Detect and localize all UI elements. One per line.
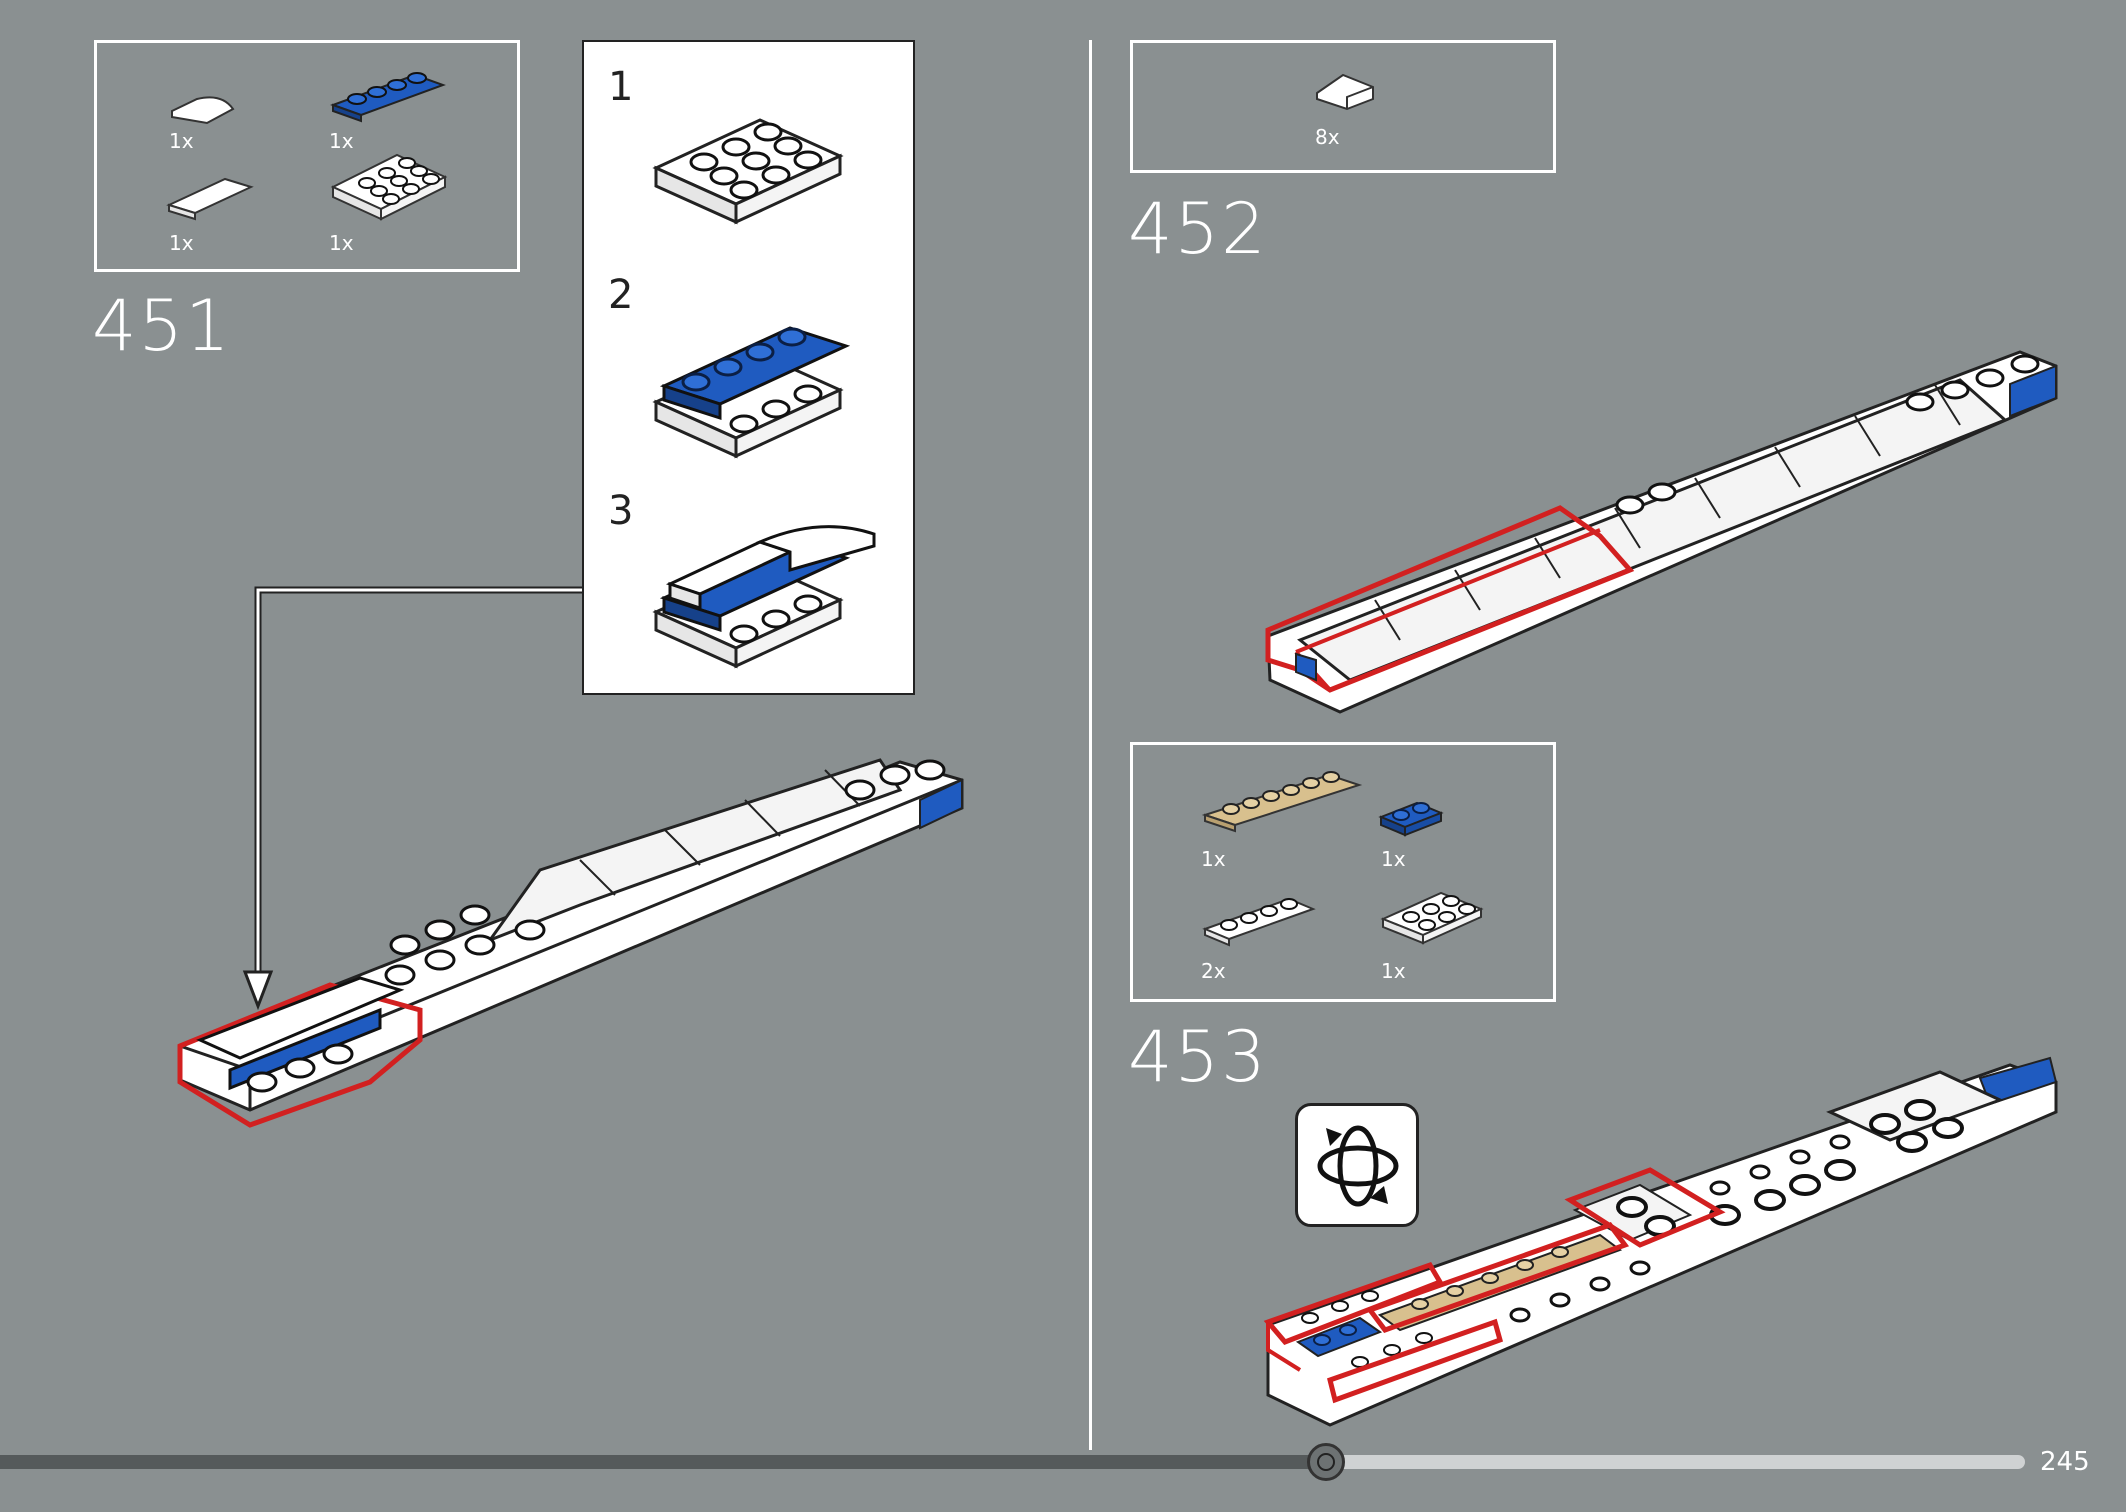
plate-with-blue-plate-icon [652,326,851,459]
part-qty: 1x [1381,847,1406,871]
white-slope-icon [1316,73,1374,111]
rotate-model-icon [1295,1103,1419,1227]
tan-plate-1x6-icon [1201,771,1363,833]
parts-list-453: 1x 1x 2x 1x [1130,742,1556,1002]
part-qty: 1x [329,231,354,255]
part-qty: 1x [169,129,194,153]
blue-plate-1x2-icon [1378,801,1444,837]
progress-fill [0,1455,1326,1469]
page-divider [1089,40,1092,1450]
step-number-451: 451 [92,285,232,367]
parts-list-451: 1x 1x 1x 1x [94,40,520,272]
progress-handle[interactable] [1307,1443,1345,1481]
sub-step-number: 2 [608,272,634,318]
sub-step-number: 3 [608,488,634,534]
sub-step-number: 1 [608,64,634,110]
step-number-453: 453 [1128,1016,1268,1098]
sub-assembly-complete-icon [652,525,876,669]
white-curved-slope-icon [171,96,235,125]
part-qty: 1x [169,231,194,255]
part-qty: 1x [1201,847,1226,871]
step-number-452: 452 [1128,188,1268,270]
part-qty: 8x [1315,125,1340,149]
blue-plate-1x4-icon [330,72,446,123]
part-qty: 1x [329,129,354,153]
parts-list-452: 8x [1130,40,1556,173]
part-qty: 1x [1381,959,1406,983]
sub-assembly-panel: 1 2 3 [582,40,915,695]
part-qty: 2x [1201,959,1226,983]
white-plate-1x4-icon [1202,897,1316,947]
white-plate-3x3-icon [652,118,844,225]
white-plate-3x3-icon [330,153,448,221]
white-tile-1x3-icon [166,177,254,221]
page-number: 245 [2040,1447,2090,1477]
white-plate-2x3-icon [1380,891,1484,945]
